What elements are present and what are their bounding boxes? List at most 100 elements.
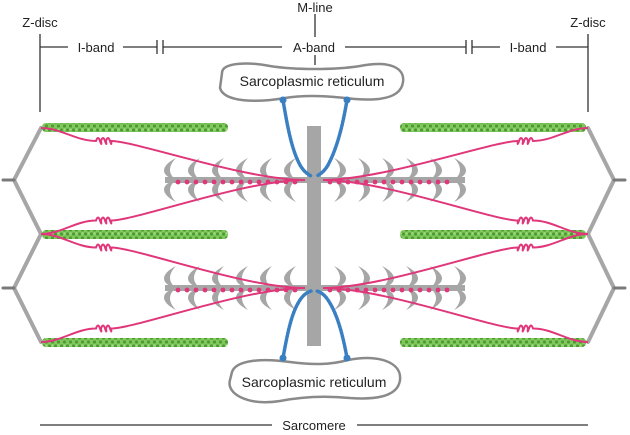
- titin-bead: [265, 179, 271, 185]
- myosin-head: [236, 180, 248, 202]
- myosin-head: [454, 180, 466, 202]
- myosin-head: [164, 158, 176, 180]
- titin-bead: [363, 287, 369, 293]
- titin-strand: [322, 233, 589, 289]
- titin-bead: [256, 287, 262, 293]
- titin-bead: [229, 287, 235, 293]
- myosin-head: [334, 266, 346, 288]
- thick-filament: [165, 177, 465, 183]
- titin-strand: [322, 127, 589, 181]
- myosin-head: [236, 288, 248, 310]
- titin-bead: [193, 287, 199, 293]
- myosin-head: [430, 288, 442, 310]
- titin-bead: [274, 179, 280, 185]
- myosin-head: [454, 158, 466, 180]
- titin-bead: [327, 287, 333, 293]
- m-line-label: M-line: [297, 0, 332, 15]
- titin-bead: [193, 179, 199, 185]
- myosin-head: [260, 266, 272, 288]
- titin-bead: [354, 287, 360, 293]
- myosin-head: [260, 288, 272, 310]
- i-band-left-label: I-band: [78, 40, 115, 55]
- z-disc-right: [585, 126, 617, 344]
- actin-filament: [400, 123, 586, 132]
- sr-top-label: Sarcoplasmic reticulum: [240, 73, 385, 89]
- z-disc-left-label: Z-disc: [22, 15, 58, 30]
- myosin-head: [236, 158, 248, 180]
- titin-bead: [265, 287, 271, 293]
- myosin-head: [334, 158, 346, 180]
- titin-bead: [381, 179, 387, 185]
- myosin-head: [430, 158, 442, 180]
- myosin-head: [164, 180, 176, 202]
- sarcoplasmic-reticulum-bottom: [228, 356, 402, 404]
- myosin-head: [212, 266, 224, 288]
- titin-bead: [435, 179, 441, 185]
- titin-bead: [292, 179, 298, 185]
- myosin-head: [406, 288, 418, 310]
- myosin-filaments: [164, 158, 466, 310]
- top-brackets: [39, 14, 589, 426]
- titin-bead: [408, 179, 414, 185]
- titin-bead: [372, 287, 378, 293]
- titin-bead: [408, 287, 414, 293]
- titin-bead: [372, 179, 378, 185]
- m-line-bar: [307, 126, 321, 346]
- titin-bead: [435, 287, 441, 293]
- a-band-label: A-band: [293, 40, 335, 55]
- titin-bead: [247, 287, 253, 293]
- titin-bead: [345, 287, 351, 293]
- titin-bead: [336, 179, 342, 185]
- actin-filament: [42, 123, 228, 132]
- titin-bead: [354, 179, 360, 185]
- titin-bead: [426, 287, 432, 293]
- titin-bead: [184, 287, 190, 293]
- myosin-head: [284, 266, 296, 288]
- titin-bead: [202, 287, 208, 293]
- myosin-head: [188, 288, 200, 310]
- titin-bead: [363, 179, 369, 185]
- titin-filaments: [40, 127, 589, 343]
- titin-strand: [40, 179, 306, 235]
- titin-strand: [40, 233, 306, 289]
- myosin-head: [406, 266, 418, 288]
- titin-bead: [184, 179, 190, 185]
- myosin-head: [164, 266, 176, 288]
- titin-bead: [327, 179, 333, 185]
- actin-filaments: [42, 123, 586, 347]
- z-disc-left: [11, 126, 44, 344]
- actin-filament: [400, 338, 586, 347]
- myosin-head: [406, 180, 418, 202]
- titin-bead: [426, 179, 432, 185]
- titin-bead: [444, 179, 450, 185]
- thick-filament: [165, 285, 465, 291]
- myosin-head: [164, 288, 176, 310]
- sr-bottom-label: Sarcoplasmic reticulum: [242, 374, 387, 390]
- titin-bead: [390, 287, 396, 293]
- titin-bead: [292, 287, 298, 293]
- titin-bead: [238, 287, 244, 293]
- titin-bead: [229, 179, 235, 185]
- titin-bead: [417, 179, 423, 185]
- myosin-head: [406, 158, 418, 180]
- myosin-head: [382, 288, 394, 310]
- titin-bead: [175, 179, 181, 185]
- titin-bead: [238, 179, 244, 185]
- z-disc-stubs: [1, 178, 627, 290]
- titin-bead: [175, 287, 181, 293]
- titin-bead: [220, 287, 226, 293]
- titin-bead: [247, 179, 253, 185]
- myosin-head: [430, 180, 442, 202]
- titin-bead: [444, 287, 450, 293]
- titin-bead: [202, 179, 208, 185]
- titin-bead: [220, 179, 226, 185]
- sr-link-nodes: [279, 96, 351, 362]
- myosin-head: [382, 158, 394, 180]
- titin-bead: [283, 179, 289, 185]
- titin-bead: [336, 287, 342, 293]
- myosin-head: [188, 158, 200, 180]
- i-band-right-label: I-band: [510, 40, 547, 55]
- titin-bead: [211, 287, 217, 293]
